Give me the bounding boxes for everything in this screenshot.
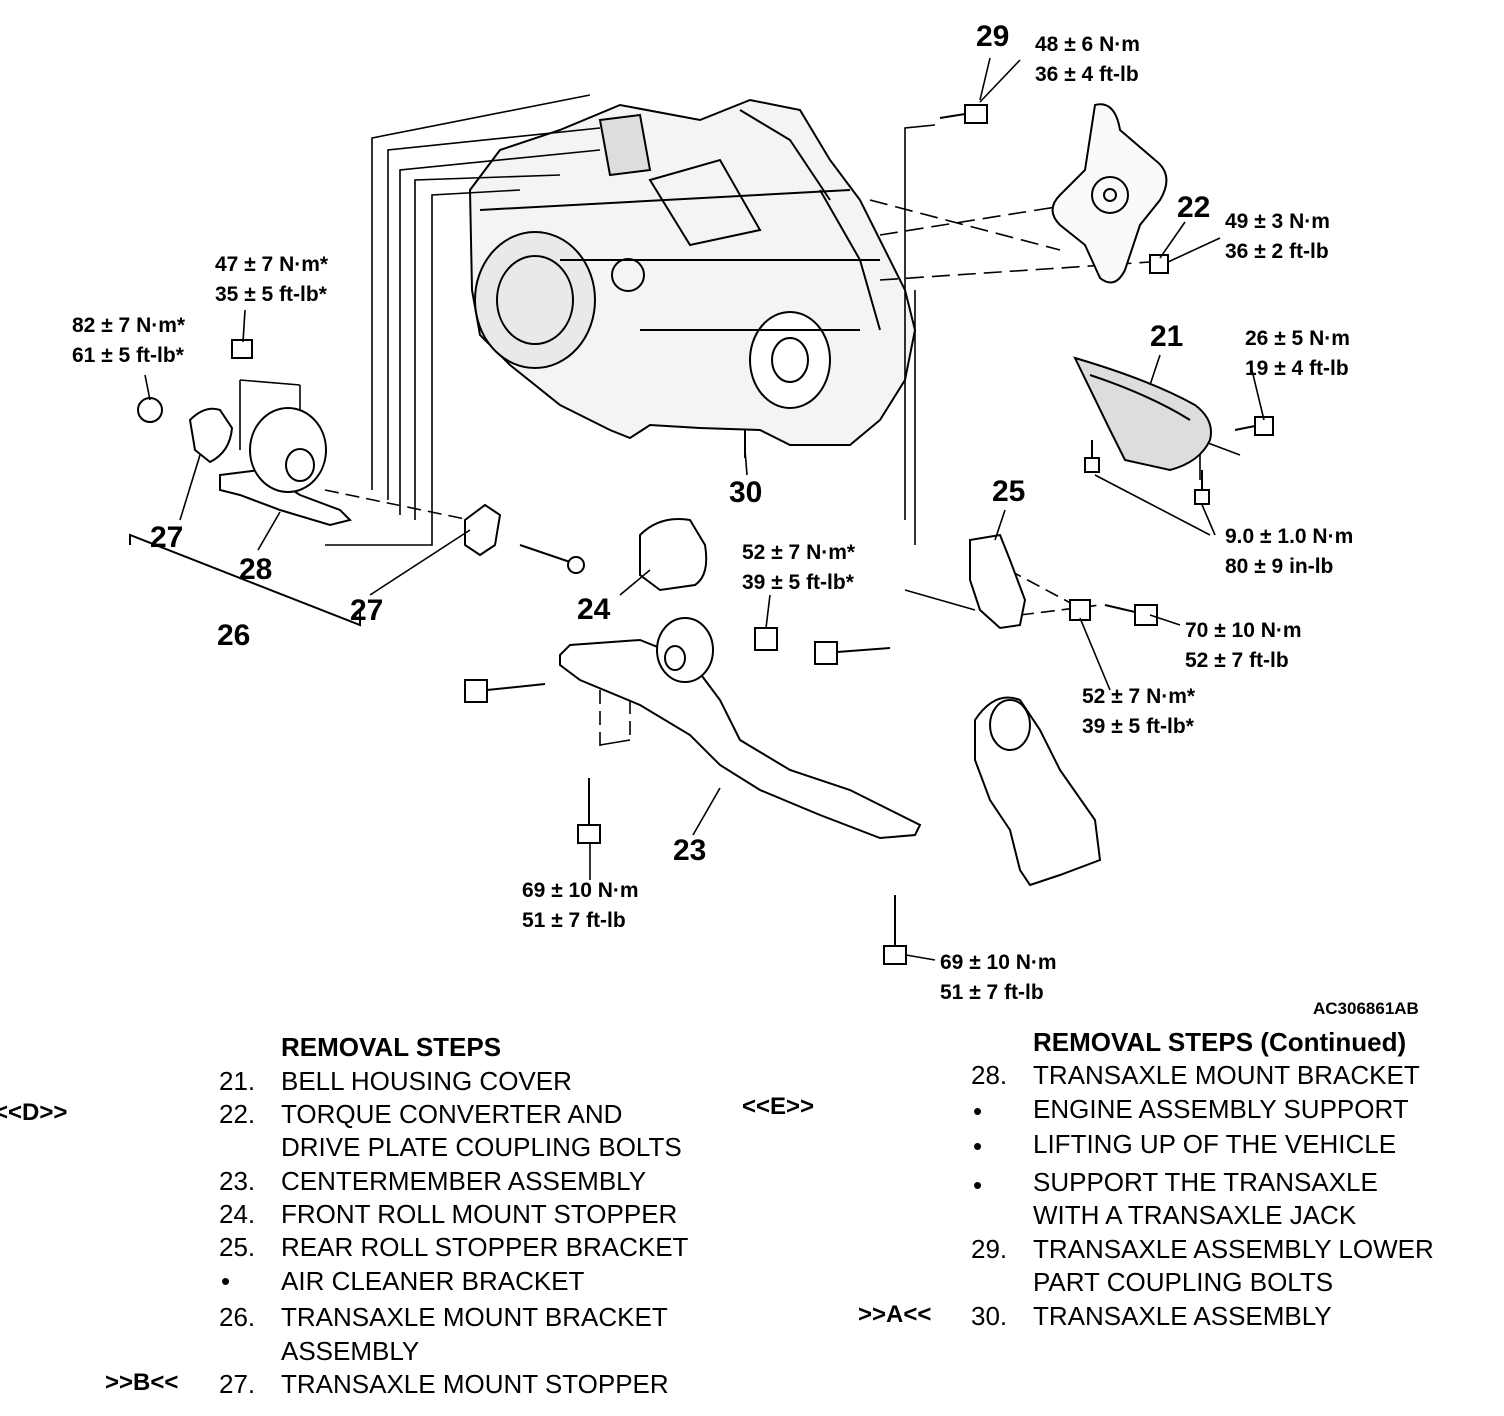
removal-steps-continued-heading: REMOVAL STEPS (Continued) — [1033, 1027, 1407, 1057]
step-num: 26. — [219, 1302, 256, 1332]
step-text: TRANSAXLE MOUNT STOPPER — [281, 1369, 669, 1399]
torque-spec-25-nut: 52 ± 7 N·m*39 ± 5 ft-lb* — [1082, 685, 1196, 738]
step-bullet: • — [221, 1266, 231, 1296]
step-num: 23. — [219, 1166, 256, 1196]
exploded-view-diagram — [129, 57, 1274, 965]
step-text: BELL HOUSING COVER — [281, 1066, 572, 1096]
step-text: WITH A TRANSAXLE JACK — [1033, 1200, 1357, 1230]
service-mark: >>B<< — [105, 1369, 179, 1396]
callout-24: 24 — [577, 593, 611, 626]
service-mark: <<E>> — [742, 1093, 815, 1120]
callout-27-lower: 27 — [350, 594, 384, 627]
step-text: TRANSAXLE ASSEMBLY — [1033, 1301, 1332, 1331]
transaxle-assembly — [468, 98, 917, 458]
step-text: SUPPORT THE TRANSAXLE — [1033, 1167, 1378, 1197]
step-num: 21. — [219, 1066, 256, 1096]
step-bullet: • — [973, 1170, 983, 1200]
step-text: DRIVE PLATE COUPLING BOLTS — [281, 1132, 682, 1162]
step-text: ASSEMBLY — [281, 1336, 420, 1366]
transaxle-mount-stopper-2 — [464, 503, 502, 557]
step-bullet: • — [973, 1131, 983, 1161]
service-mark: <<D>> — [0, 1099, 68, 1126]
step-text: TRANSAXLE MOUNT BRACKET — [281, 1302, 668, 1332]
callout-30: 30 — [729, 476, 763, 509]
transaxle-mount-bracket — [219, 407, 352, 527]
callout-25: 25 — [992, 475, 1026, 508]
step-text: REAR ROLL STOPPER BRACKET — [281, 1232, 689, 1262]
callout-22: 22 — [1177, 191, 1211, 224]
torque-spec-28-nut: 47 ± 7 N·m*35 ± 5 ft-lb* — [215, 253, 329, 306]
engine-mount-bracket — [974, 696, 1102, 887]
step-bullet: • — [973, 1096, 983, 1126]
figure-code: AC306861AB — [1313, 999, 1419, 1018]
step-num: 29. — [971, 1234, 1008, 1264]
drive-plate — [1051, 103, 1168, 284]
bell-housing-cover — [1073, 356, 1212, 472]
torque-spec-24: 52 ± 7 N·m*39 ± 5 ft-lb* — [742, 541, 856, 594]
callout-26: 26 — [217, 619, 251, 652]
rear-roll-stopper-bracket — [969, 533, 1027, 630]
leader-lines — [144, 57, 1265, 961]
step-text: FRONT ROLL MOUNT STOPPER — [281, 1199, 678, 1229]
callout-29: 29 — [976, 20, 1010, 53]
step-num: 30. — [971, 1301, 1008, 1331]
step-num: 22. — [219, 1099, 256, 1129]
callout-23: 23 — [673, 834, 707, 867]
step-text: TRANSAXLE MOUNT BRACKET — [1033, 1060, 1420, 1090]
step-num: 25. — [219, 1232, 256, 1262]
transaxle-mount-stopper — [188, 407, 234, 464]
callout-21: 21 — [1150, 320, 1184, 353]
step-num: 27. — [219, 1369, 256, 1399]
step-text: CENTERMEMBER ASSEMBLY — [281, 1166, 647, 1196]
step-text: AIR CLEANER BRACKET — [281, 1266, 585, 1296]
step-text: TORQUE CONVERTER AND — [281, 1099, 623, 1129]
centermember-assembly — [559, 617, 922, 840]
callout-27-upper: 27 — [150, 521, 184, 554]
torque-spec-27-nut: 82 ± 7 N·m*61 ± 5 ft-lb* — [72, 314, 186, 367]
step-text: LIFTING UP OF THE VEHICLE — [1033, 1129, 1397, 1159]
step-num: 28. — [971, 1060, 1008, 1090]
removal-steps-heading: REMOVAL STEPS — [281, 1032, 502, 1062]
front-roll-mount-stopper — [639, 518, 708, 592]
step-text: TRANSAXLE ASSEMBLY LOWER — [1033, 1234, 1434, 1264]
alignment-lines — [239, 94, 1241, 750]
callout-28: 28 — [239, 553, 273, 586]
step-text: ENGINE ASSEMBLY SUPPORT — [1033, 1094, 1409, 1124]
step-text: PART COUPLING BOLTS — [1033, 1267, 1334, 1297]
step-num: 24. — [219, 1199, 256, 1229]
bracket-26 — [129, 533, 361, 627]
service-mark: >>A<< — [858, 1301, 932, 1328]
